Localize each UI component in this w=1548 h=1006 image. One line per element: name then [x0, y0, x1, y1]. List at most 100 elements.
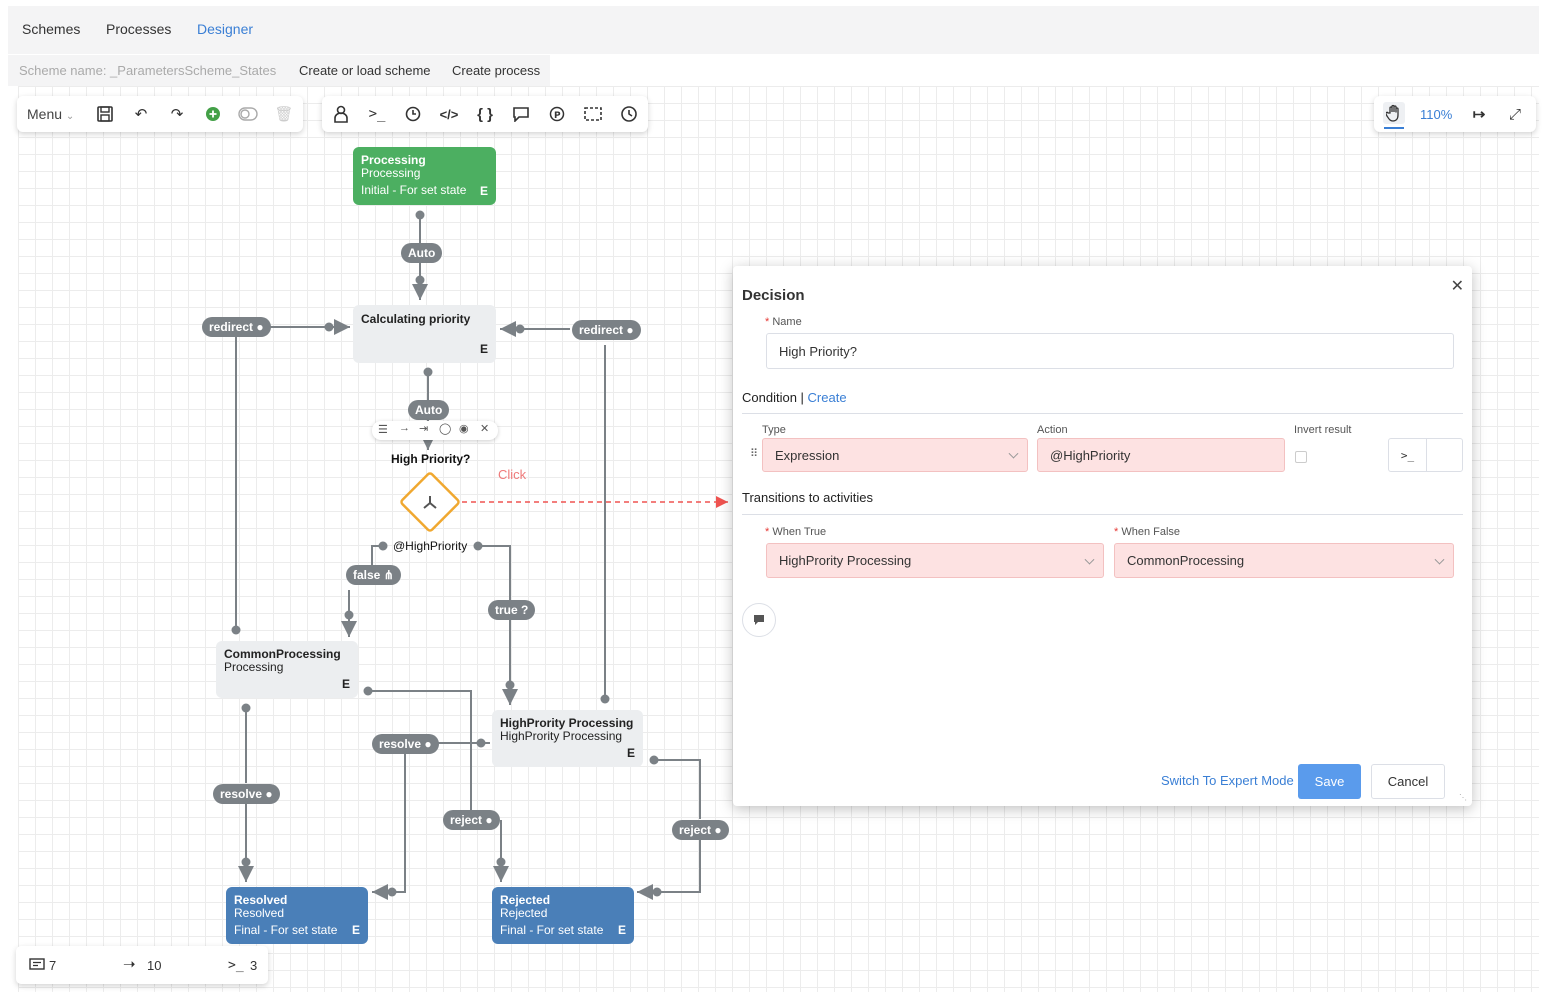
comment-icon[interactable] [511, 105, 531, 123]
type-value: Expression [775, 447, 840, 463]
close-icon[interactable]: ✕ [480, 423, 490, 435]
delete-icon[interactable]: 🗑 [274, 106, 294, 123]
transition-true[interactable]: true ? [488, 600, 536, 620]
node-subtitle: Resolved [234, 906, 285, 920]
close-icon[interactable]: ✕ [1450, 278, 1464, 295]
selection-icon[interactable] [583, 105, 603, 123]
when-true-select[interactable]: HighPrority Processing [766, 543, 1104, 578]
menu-button[interactable]: Menu ⌄ [27, 106, 74, 122]
transition-label: Auto [415, 403, 443, 417]
undo-icon[interactable]: ↶ [134, 106, 148, 123]
svg-text:P: P [554, 111, 561, 121]
name-field[interactable]: High Priority? [766, 333, 1454, 369]
node-action-toolbar: ☰ → ⇥ ◯ ◉ ✕ [372, 421, 498, 440]
activity-resolved[interactable]: Resolved Resolved Final - For set state … [226, 887, 368, 944]
braces-icon[interactable]: { } [477, 105, 493, 123]
code-icon[interactable]: </> [439, 106, 459, 122]
transition-redirect-right[interactable]: redirect ● [572, 320, 641, 340]
settings-sliders-icon[interactable]: ☰ [378, 424, 388, 436]
nav-schemes[interactable]: Schemes [22, 21, 81, 37]
activity-common-processing[interactable]: CommonProcessing Processing E [216, 641, 358, 698]
history-icon[interactable] [619, 105, 639, 123]
when-false-select[interactable]: CommonProcessing [1114, 543, 1454, 578]
nav-designer[interactable]: Designer [197, 21, 254, 37]
action-value: @HighPriority [1050, 447, 1131, 463]
transition-auto-1[interactable]: Auto [401, 243, 443, 263]
parameters-icon[interactable]: P [547, 105, 567, 123]
activity-processing[interactable]: Processing Processing Initial - For set … [353, 147, 496, 205]
command-icon[interactable]: >_ [1389, 439, 1427, 471]
drag-handle-icon[interactable]: ⠿ [750, 448, 759, 460]
activity-rejected[interactable]: Rejected Rejected Final - For set state … [492, 887, 634, 944]
create-process-button[interactable]: Create process [452, 63, 541, 78]
when-true-field-label: * When True [765, 526, 827, 538]
transition-resolve-mid[interactable]: resolve ● [372, 734, 439, 754]
user-icon: ● [714, 823, 722, 837]
pan-hand-icon[interactable] [1383, 102, 1405, 124]
click-hint: Click [498, 467, 527, 482]
transition-reject-mid[interactable]: reject ● [443, 810, 500, 830]
create-load-scheme-button[interactable]: Create or load scheme [299, 63, 431, 78]
transition-label: true [495, 603, 518, 617]
invert-result-checkbox[interactable] [1295, 451, 1307, 463]
name-label-text: Name [772, 316, 802, 328]
when-false-value: CommonProcessing [1127, 553, 1245, 568]
chevron-down-icon [1084, 554, 1095, 565]
decision-diamond [400, 472, 460, 532]
nav-processes[interactable]: Processes [106, 21, 172, 37]
transition-auto-2[interactable]: Auto [408, 400, 450, 420]
activity-calculating-priority[interactable]: Calculating priority E [353, 305, 496, 363]
transition-false[interactable]: false ⋔ [346, 565, 401, 585]
decision-node[interactable] [404, 477, 456, 529]
comment-icon[interactable] [742, 603, 776, 637]
toggle-icon[interactable] [238, 105, 258, 123]
pan-active-underline [1384, 127, 1404, 129]
node-state: Final - For set state [500, 923, 604, 937]
user-icon: ● [424, 737, 432, 751]
node-flag: E [626, 746, 635, 760]
command-icon[interactable]: >_ [368, 106, 386, 122]
type-label: Type [762, 424, 786, 436]
transition-label: Auto [408, 246, 436, 260]
palette-icon[interactable]: ◉ [459, 423, 469, 435]
node-state: Final - For set state [234, 923, 338, 937]
condition-create-link[interactable]: Create [807, 390, 847, 405]
activity-high-priority-processing[interactable]: HighPrority Processing HighPrority Proce… [492, 710, 643, 767]
fullscreen-icon[interactable]: ⤢ [1508, 105, 1521, 123]
actor-icon[interactable] [331, 105, 351, 123]
user-icon: ● [485, 813, 493, 827]
enter-icon[interactable]: ⇥ [419, 423, 429, 435]
when-false-field-label: * When False [1114, 526, 1181, 538]
link-false-top [371, 545, 381, 565]
timer-icon[interactable] [403, 105, 423, 123]
node-state: Initial - For set state [361, 183, 467, 197]
fit-width-icon[interactable]: ↦ [1472, 106, 1486, 123]
main-toolbar: Menu ⌄ ↶ ↷ 🗑 [17, 96, 303, 132]
when-true-value: HighPrority Processing [779, 553, 912, 568]
condition-label: Condition [742, 390, 797, 405]
menu-label: Menu [27, 106, 63, 122]
decision-node-label: High Priority? [391, 452, 471, 466]
chevron-down-icon [1434, 554, 1445, 565]
type-select[interactable]: Expression [762, 438, 1028, 472]
when-true-label: When True [772, 526, 827, 538]
action-field[interactable]: @HighPriority [1037, 438, 1285, 472]
invert-result-label: Invert result [1294, 424, 1352, 436]
resize-handle-icon[interactable]: ⋱ [1459, 793, 1467, 802]
save-button[interactable]: Save [1298, 764, 1361, 799]
commands-count: 3 [250, 958, 258, 973]
cancel-button[interactable]: Cancel [1371, 764, 1445, 799]
add-icon[interactable] [203, 105, 223, 123]
save-icon[interactable] [95, 105, 115, 123]
arrow-right-icon[interactable]: → [399, 422, 410, 434]
transition-resolve-left[interactable]: resolve ● [213, 784, 280, 804]
transition-redirect-left[interactable]: redirect ● [202, 317, 271, 337]
zoom-level[interactable]: 110% [1420, 107, 1453, 122]
redo-icon[interactable]: ↷ [170, 106, 184, 123]
switch-expert-mode-link[interactable]: Switch To Expert Mode [1161, 773, 1294, 788]
scheme-bar: Scheme name: _ParametersScheme_States Cr… [8, 55, 550, 86]
toggle-icon[interactable]: ◯ [439, 423, 452, 435]
transition-label: resolve [220, 787, 263, 801]
transition-reject-right[interactable]: reject ● [672, 820, 729, 840]
decision-dialog: ✕ Decision * Name High Priority? Conditi… [733, 266, 1472, 806]
